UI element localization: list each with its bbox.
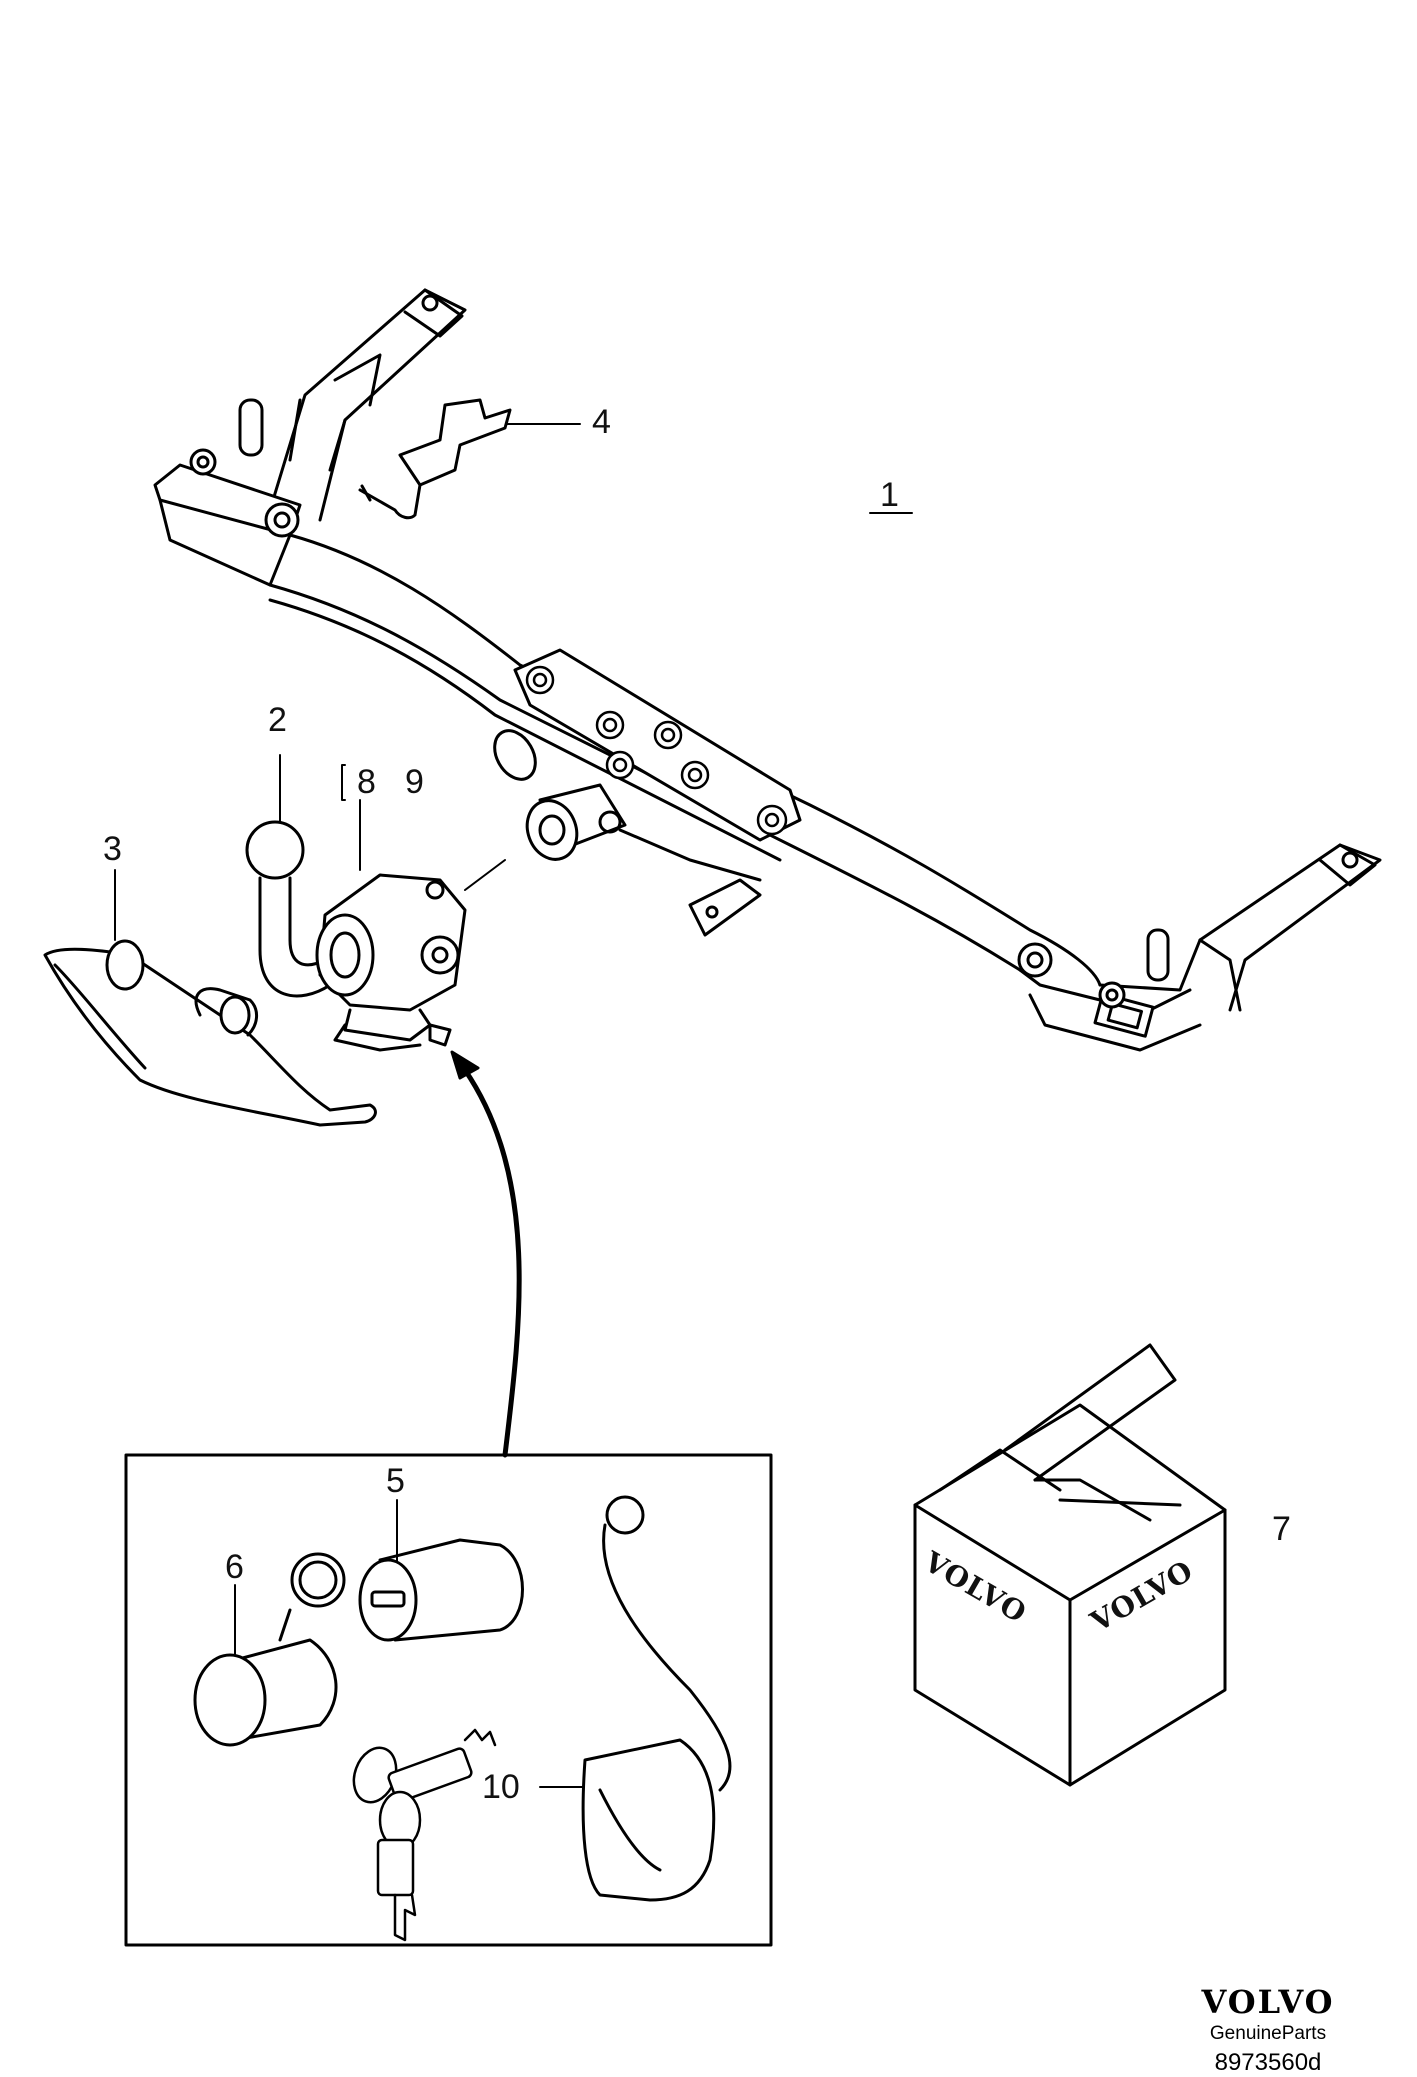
callout-9: 9 [405,763,424,801]
brand-footer: VOLVO GenuineParts 8973560d [1188,1983,1348,2077]
kit-arrow [450,1050,522,1458]
callout-5: 5 [386,1462,405,1500]
tow-ball [245,754,332,998]
callout-2: 2 [268,701,287,739]
callout-3: 3 [103,830,122,868]
callout-7: 7 [1272,1510,1291,1548]
wiring-bracket [358,398,581,520]
callout-8: 8 [357,763,376,801]
callout-10: 10 [482,1768,520,1806]
callout-4: 4 [592,403,611,441]
volvo-logo: VOLVO [1201,1983,1335,2021]
lock-kit-panel [124,1453,773,1947]
callout-6: 6 [225,1548,244,1586]
callout-1: 1 [880,476,899,514]
genuine-parts-tagline: GenuineParts [1209,2023,1327,2044]
package-box [913,1343,1227,1787]
towbar-crossmember [153,288,1382,1052]
bumper-cover [43,869,377,1127]
diagram-reference: 8973560d [1214,2049,1322,2076]
lock-housing [315,764,506,1052]
